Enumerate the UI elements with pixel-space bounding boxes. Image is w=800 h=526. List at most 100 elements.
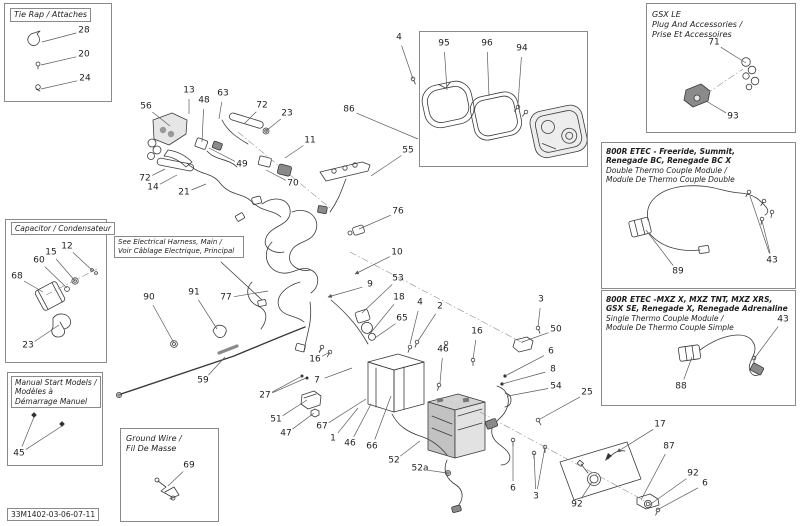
- callout-49: 49: [236, 159, 248, 170]
- callout-46: 46: [344, 438, 356, 449]
- callout-4: 4: [396, 32, 402, 43]
- callout-65: 65: [396, 313, 408, 324]
- callout-6: 6: [702, 478, 708, 489]
- single-thermo-title-line1: 800R ETEC -MXZ X, MXZ TNT, MXZ XRS,: [606, 295, 773, 304]
- callout-25: 25: [581, 387, 593, 398]
- exhaust-bracket-assembly: [510, 417, 661, 517]
- ground-wire-label: Ground Wire / Fil De Masse: [126, 434, 182, 454]
- single-thermo-sub-line2: Module De Thermo Couple Simple: [606, 323, 734, 333]
- callout-46: 46: [437, 344, 449, 355]
- callout-21: 21: [178, 187, 190, 198]
- callout-11: 11: [304, 135, 316, 146]
- capacitor-parts: [34, 268, 98, 338]
- callout-28: 28: [78, 25, 90, 36]
- callout-6: 6: [548, 346, 554, 357]
- see-harness-note: See Electrical Harness, Main / Voir Câbl…: [114, 236, 244, 258]
- callout-96: 96: [481, 38, 493, 49]
- callout-71: 71: [708, 37, 720, 48]
- callout-10: 10: [391, 247, 403, 258]
- callout-3: 3: [533, 491, 539, 502]
- callout-95: 95: [438, 38, 450, 49]
- single-thermo-sub-line1: Single Thermo Couple Module /: [606, 313, 724, 323]
- callout-23: 23: [281, 108, 293, 119]
- manual-start-label-line3: Démarrage Manuel: [15, 396, 88, 406]
- gsx-le-label: GSX LE Plug And Accessories / Prise Et A…: [652, 10, 742, 40]
- gsx-le-inset-box: [646, 3, 796, 133]
- callout-70: 70: [287, 178, 299, 189]
- callout-72: 72: [256, 100, 268, 111]
- single-thermo-inset-box: [601, 290, 796, 406]
- construction-axes: [45, 68, 744, 509]
- callout-3: 3: [538, 294, 544, 305]
- callout-77: 77: [220, 292, 232, 303]
- double-thermo-label: 800R ETEC - Freeride, Summit, Renegade B…: [606, 147, 791, 185]
- double-thermo-parts: [628, 185, 775, 254]
- callout-67: 67: [316, 421, 328, 432]
- tie-rap-label: Tie Rap / Attaches: [10, 8, 92, 22]
- callout-14: 14: [147, 182, 159, 193]
- callout-27: 27: [259, 390, 271, 401]
- gsx-le-label-line2: Plug And Accessories /: [652, 20, 743, 29]
- callout-52: 52: [388, 455, 400, 466]
- callout-9: 9: [367, 279, 373, 290]
- gsx-plug-parts: [683, 57, 760, 108]
- callout-54: 54: [550, 381, 562, 392]
- callout-1: 1: [330, 433, 336, 444]
- callout-92: 92: [687, 468, 699, 479]
- ground-wire-label-line1: Ground Wire /: [126, 434, 182, 443]
- callout-16: 16: [309, 354, 321, 365]
- callout-72: 72: [139, 173, 151, 184]
- note-leader-line: [220, 261, 263, 301]
- callout-2: 2: [437, 301, 443, 312]
- callout-4: 4: [417, 297, 423, 308]
- ground-wire-part: [154, 477, 180, 501]
- double-thermo-title-line1: 800R ETEC - Freeride, Summit,: [606, 147, 735, 156]
- callout-6: 6: [510, 483, 516, 494]
- double-thermo-inset-box: [601, 142, 796, 289]
- callout-17: 17: [654, 419, 666, 430]
- callout-55: 55: [402, 145, 414, 156]
- callout-56: 56: [140, 101, 152, 112]
- ground-wire-label-line2: Fil De Masse: [126, 444, 177, 453]
- gsx-le-label-line1: GSX LE: [652, 10, 681, 19]
- gsx-le-label-line3: Prise Et Accessoires: [652, 30, 732, 39]
- callout-52a: 52a: [411, 463, 429, 474]
- callout-43: 43: [777, 314, 789, 325]
- manual-start-label: Manual Start Models / Modèles à Démarrag…: [11, 376, 101, 409]
- callout-63: 63: [217, 88, 229, 99]
- ecm-box: [367, 353, 425, 413]
- callout-13: 13: [183, 85, 195, 96]
- callout-24: 24: [79, 73, 91, 84]
- main-harness: [235, 161, 376, 353]
- callout-68: 68: [11, 271, 23, 282]
- callout-76: 76: [392, 206, 404, 217]
- capacitor-label: Capacitor / Condensateur: [11, 222, 115, 236]
- double-thermo-title-line2: Renegade BC, Renegade BC X: [606, 156, 732, 166]
- drawing-code: 33M1402-03-06-07-11: [7, 508, 100, 521]
- manual-start-inset-box: [7, 372, 103, 466]
- callout-89: 89: [672, 266, 684, 277]
- callout-43: 43: [766, 255, 778, 266]
- callout-8: 8: [550, 364, 556, 375]
- gauge-inset-box: [419, 31, 588, 167]
- callout-87: 87: [663, 441, 675, 452]
- callout-60: 60: [33, 255, 45, 266]
- callout-93: 93: [727, 111, 739, 122]
- ground-wire-inset-box: [120, 428, 219, 522]
- callout-23: 23: [22, 340, 34, 351]
- callout-12: 12: [61, 241, 73, 252]
- callout-16: 16: [471, 326, 483, 337]
- single-thermo-parts: [677, 334, 765, 376]
- battery-cables: [391, 325, 543, 513]
- gauge-parts: [410, 76, 588, 159]
- callout-20: 20: [78, 49, 90, 60]
- single-thermo-label: 800R ETEC -MXZ X, MXZ TNT, MXZ XRS, GSX …: [606, 295, 791, 333]
- callout-7: 7: [314, 375, 320, 386]
- callout-18: 18: [393, 292, 405, 303]
- callout-51: 51: [270, 414, 282, 425]
- tie-rap-parts: [27, 30, 41, 92]
- callout-45: 45: [13, 448, 25, 459]
